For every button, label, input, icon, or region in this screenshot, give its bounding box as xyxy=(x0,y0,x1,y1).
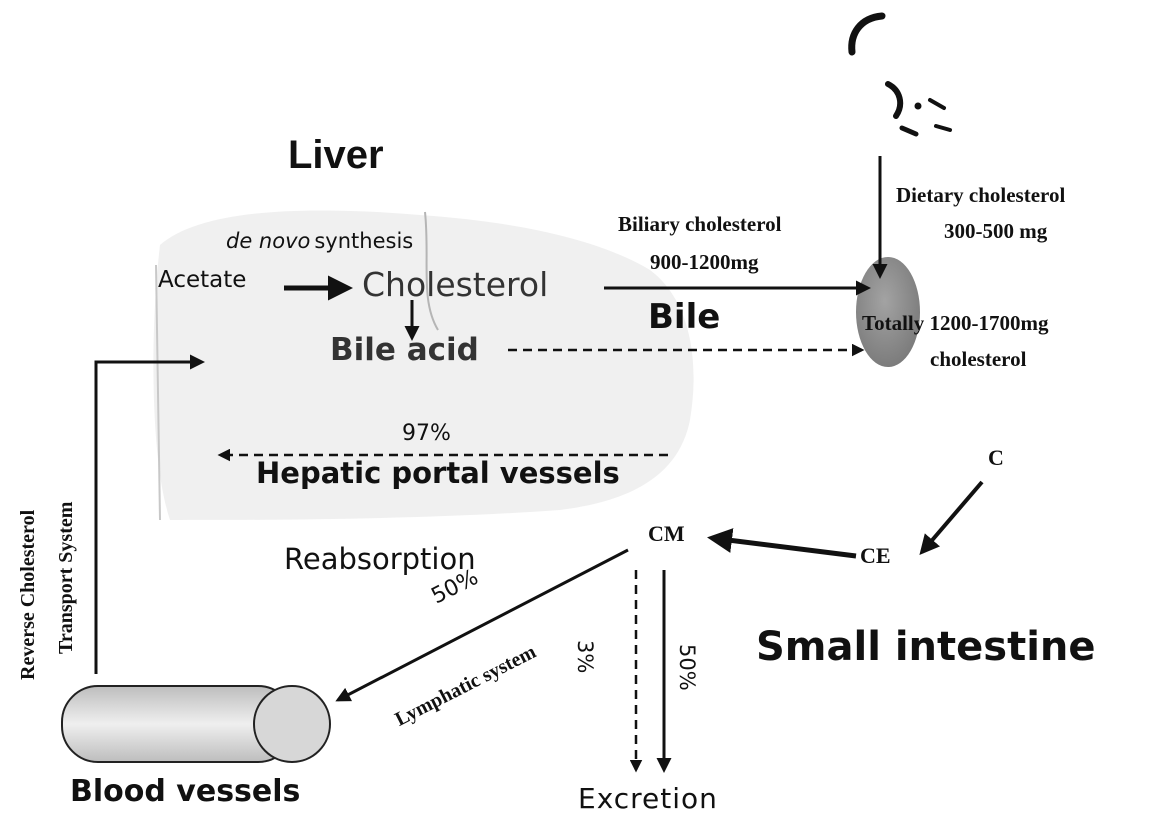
totally-amount-label: Totally 1200-1700mg xyxy=(862,312,1048,334)
synthesis-text: synthesis xyxy=(314,229,413,253)
bile-label: Bile xyxy=(648,300,720,336)
hepatic-portal-label: Hepatic portal vessels xyxy=(256,458,620,488)
small-intestine-label: Small intestine xyxy=(756,626,1096,668)
blood-vessels-label: Blood vessels xyxy=(70,776,300,808)
c-to-ce-arrow xyxy=(922,482,982,552)
reabsorption-label: Reabsorption xyxy=(284,544,476,574)
bile-acid-label: Bile acid xyxy=(330,334,479,367)
reverse-transport-label-line2: Transport System xyxy=(56,502,77,654)
portal-percent-label: 97% xyxy=(402,422,451,445)
ce-to-cm-arrow xyxy=(712,538,856,556)
excretion-label: Excretion xyxy=(578,784,718,813)
liver-label: Liver xyxy=(288,134,384,176)
de-novo-italic: de novo xyxy=(226,229,310,253)
biliary-cholesterol-label: Biliary cholesterol xyxy=(618,213,782,235)
c-label: C xyxy=(988,446,1004,469)
cm-label: CM xyxy=(648,522,685,545)
excretion-3pct-label: 3% xyxy=(574,640,596,673)
blood-vessel-tube xyxy=(62,686,330,762)
dietary-cholesterol-label: Dietary cholesterol xyxy=(896,184,1065,206)
excretion-50pct-label: 50% xyxy=(676,644,698,691)
acetate-label: Acetate xyxy=(158,268,246,292)
ce-label: CE xyxy=(860,544,891,567)
totally-cholesterol-label: cholesterol xyxy=(930,348,1026,370)
person-head-icon xyxy=(852,16,950,134)
reverse-transport-label-line1: Reverse Cholesterol xyxy=(18,510,39,680)
dietary-amount-label: 300-500 mg xyxy=(944,220,1047,242)
cholesterol-label: Cholesterol xyxy=(362,268,548,303)
biliary-amount-label: 900-1200mg xyxy=(650,251,759,273)
